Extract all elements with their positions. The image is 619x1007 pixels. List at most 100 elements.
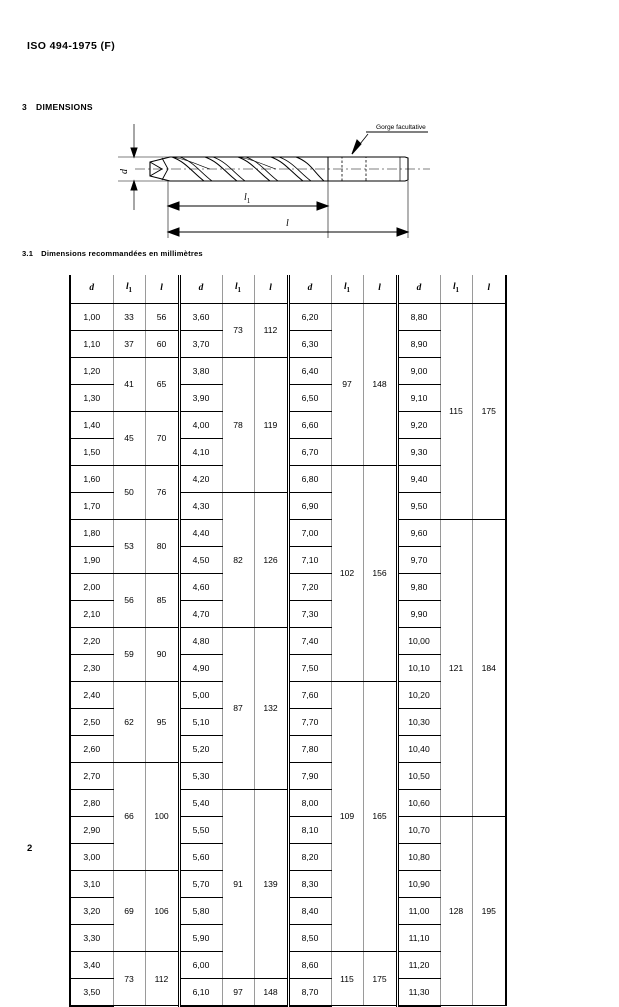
drill-figure-svg: Gorge facultative d l1 l [118,124,430,238]
cell-diameter: 10,50 [395,762,441,790]
cell-diameter: 3,00 [69,843,114,871]
cell-diameter: 10,70 [395,816,441,844]
cell-diameter: 1,70 [69,492,114,520]
total-length-label: l [286,218,289,229]
cell-diameter: 7,20 [286,573,332,601]
cell-diameter: 5,50 [177,816,223,844]
column-header-l1: l1 [440,275,473,304]
cell-flute-length: 115 [331,951,364,1007]
cell-diameter: 10,40 [395,735,441,763]
cell-diameter: 5,10 [177,708,223,736]
cell-flute-length: 73 [113,951,146,1007]
cell-diameter: 10,10 [395,654,441,682]
cell-total-length: 70 [145,411,180,466]
cell-diameter: 8,50 [286,924,332,952]
cell-flute-length: 97 [222,978,255,1007]
cell-diameter: 2,70 [69,762,114,790]
cell-flute-length: 56 [113,573,146,628]
cell-diameter: 9,20 [395,411,441,439]
cell-diameter: 7,80 [286,735,332,763]
cell-diameter: 1,40 [69,411,114,439]
cell-flute-length: 78 [222,357,255,493]
section-title: DIMENSIONS [36,102,93,112]
cell-total-length: 126 [254,492,289,628]
cell-flute-length: 73 [222,303,255,358]
subsection-title: Dimensions recommandées en millimètres [41,249,203,258]
column-header-l: l [254,275,289,304]
document-header: ISO 494-1975 (F) [27,40,116,52]
cell-diameter: 3,10 [69,870,114,898]
cell-diameter: 8,80 [395,303,441,331]
cell-diameter: 5,70 [177,870,223,898]
cell-diameter: 11,20 [395,951,441,979]
cell-diameter: 3,50 [69,978,114,1007]
cell-diameter: 4,10 [177,438,223,466]
column-header-l: l [472,275,507,304]
cell-diameter: 2,30 [69,654,114,682]
cell-diameter: 10,80 [395,843,441,871]
cell-diameter: 1,10 [69,330,114,358]
cell-diameter: 1,90 [69,546,114,574]
cell-flute-length: 91 [222,789,255,979]
cell-flute-length: 66 [113,762,146,871]
cell-diameter: 2,80 [69,789,114,817]
cell-total-length: 148 [363,303,398,466]
cell-total-length: 90 [145,627,180,682]
cell-total-length: 65 [145,357,180,412]
subsection-number: 3.1 [22,249,34,258]
cell-total-length: 112 [254,303,289,358]
cell-diameter: 7,00 [286,519,332,547]
cell-diameter: 1,50 [69,438,114,466]
cell-diameter: 2,10 [69,600,114,628]
cell-diameter: 1,60 [69,465,114,493]
cell-flute-length: 59 [113,627,146,682]
cell-diameter: 9,60 [395,519,441,547]
cell-diameter: 7,90 [286,762,332,790]
cell-flute-length: 41 [113,357,146,412]
cell-flute-length: 87 [222,627,255,790]
cell-total-length: 112 [145,951,180,1007]
cell-diameter: 10,90 [395,870,441,898]
column-header-d: d [286,275,332,304]
cell-diameter: 7,40 [286,627,332,655]
column-header-l1: l1 [222,275,255,304]
cell-diameter: 3,90 [177,384,223,412]
cell-diameter: 2,40 [69,681,114,709]
section-heading-recommended-dimensions: 3.1 Dimensions recommandées en millimètre… [22,249,203,258]
cell-diameter: 5,80 [177,897,223,925]
cell-diameter: 2,00 [69,573,114,601]
cell-flute-length: 102 [331,465,364,682]
cell-diameter: 9,90 [395,600,441,628]
cell-diameter: 9,00 [395,357,441,385]
cell-diameter: 2,50 [69,708,114,736]
cell-diameter: 4,70 [177,600,223,628]
cell-flute-length: 33 [113,303,146,331]
cell-flute-length: 115 [440,303,473,520]
cell-diameter: 4,30 [177,492,223,520]
cell-total-length: 184 [472,519,507,817]
cell-diameter: 4,50 [177,546,223,574]
cell-diameter: 3,40 [69,951,114,979]
cell-diameter: 11,00 [395,897,441,925]
column-header-d: d [177,275,223,304]
cell-flute-length: 128 [440,816,473,1007]
cell-diameter: 3,70 [177,330,223,358]
cell-total-length: 148 [254,978,289,1007]
cell-diameter: 6,80 [286,465,332,493]
cell-total-length: 175 [363,951,398,1007]
page-number: 2 [27,843,33,854]
cell-total-length: 119 [254,357,289,493]
cell-diameter: 6,60 [286,411,332,439]
